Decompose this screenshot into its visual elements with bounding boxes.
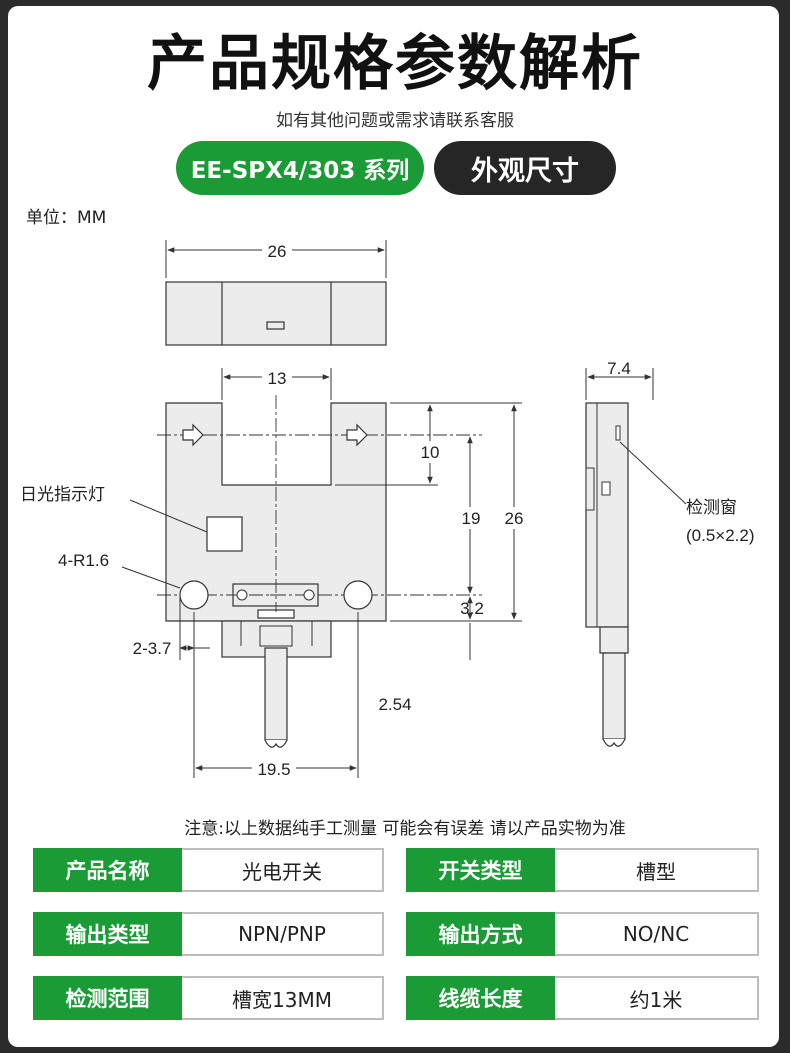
- page-title: 产品规格参数解析: [147, 29, 643, 99]
- dimension-drawing: 26 13: [20, 240, 755, 779]
- spec-key: 开关类型: [406, 848, 555, 892]
- dim-pitch: 2.54: [378, 695, 411, 714]
- spec-key: 产品名称: [33, 848, 182, 892]
- label-window: 检测窗: [686, 498, 737, 517]
- page-subtitle: 如有其他问题或需求请联系客服: [276, 111, 514, 131]
- top-view: 26: [165, 240, 387, 346]
- spec-row-output-mode: 输出方式 NO/NC: [406, 912, 759, 956]
- spec-key: 线缆长度: [406, 976, 555, 1020]
- spec-value: 槽宽13MM: [182, 976, 384, 1020]
- spec-row-detection-range: 检测范围 槽宽13MM: [33, 976, 384, 1020]
- label-indicator: 日光指示灯: [20, 485, 105, 504]
- detection-window-icon: [615, 425, 621, 441]
- spec-value: 槽型: [555, 848, 759, 892]
- side-view: 7.4 检测窗 (0.5×2.2): [585, 358, 755, 747]
- dim-slot-width: 13: [268, 369, 287, 388]
- front-view: 13 10 19 26 3.2 2.54 2-3.7 19.5: [20, 367, 530, 779]
- unit-label: 单位：MM: [26, 208, 107, 228]
- dim-hole-offset: 3.2: [460, 599, 484, 618]
- spec-value: 光电开关: [182, 848, 384, 892]
- spec-value: 约1米: [555, 976, 759, 1020]
- section-tag: 外观尺寸: [434, 141, 616, 195]
- spec-value: NPN/PNP: [182, 912, 384, 956]
- cable-break: [264, 739, 288, 748]
- spec-row-cable-length: 线缆长度 约1米: [406, 976, 759, 1020]
- dim-edge: 2-3.7: [133, 639, 172, 658]
- series-tag: EE-SPX4/303 系列: [176, 141, 424, 195]
- dim-side-width: 7.4: [607, 359, 631, 378]
- dim-height-19: 19: [462, 509, 481, 528]
- mount-hole-left: [179, 580, 209, 610]
- label-window-size: (0.5×2.2): [686, 526, 755, 545]
- spec-row-output-type: 输出类型 NPN/PNP: [33, 912, 384, 956]
- dim-height-26: 26: [505, 509, 524, 528]
- indicator-lamp: [206, 516, 243, 552]
- receiver-arrow-icon: [346, 423, 368, 447]
- spec-key: 输出方式: [406, 912, 555, 956]
- spec-key: 输出类型: [33, 912, 182, 956]
- spec-key: 检测范围: [33, 976, 182, 1020]
- emitter-arrow-icon: [182, 423, 204, 447]
- measurement-note: 注意:以上数据纯手工测量 可能会有误差 请以产品实物为准: [184, 819, 626, 839]
- dim-slot-depth: 10: [421, 443, 440, 462]
- label-radius: 4-R1.6: [58, 551, 109, 570]
- mount-hole-right: [343, 580, 373, 610]
- dim-span: 19.5: [257, 760, 290, 779]
- spec-row-switch-type: 开关类型 槽型: [406, 848, 759, 892]
- spec-value: NO/NC: [555, 912, 759, 956]
- spec-row-product-name: 产品名称 光电开关: [33, 848, 384, 892]
- dim-top-width: 26: [268, 242, 287, 261]
- top-window-icon: [266, 321, 285, 330]
